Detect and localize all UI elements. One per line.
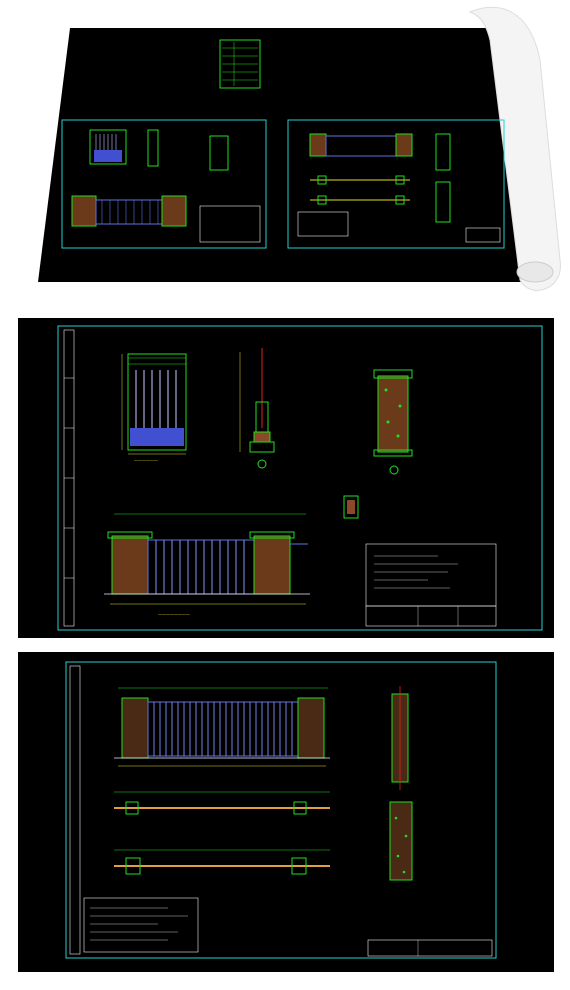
gate-elevation-icon: —————— ———————— [57,325,543,631]
fence-plan-icon [65,661,497,959]
drawing-sheet-1: —————— ———————— [18,318,554,638]
svg-text:————————: ———————— [158,612,190,617]
cad-overview-icon [38,6,561,291]
svg-text:——————: —————— [134,458,158,463]
drawing-sheet-2 [18,652,554,972]
preview-sheet [0,0,570,295]
